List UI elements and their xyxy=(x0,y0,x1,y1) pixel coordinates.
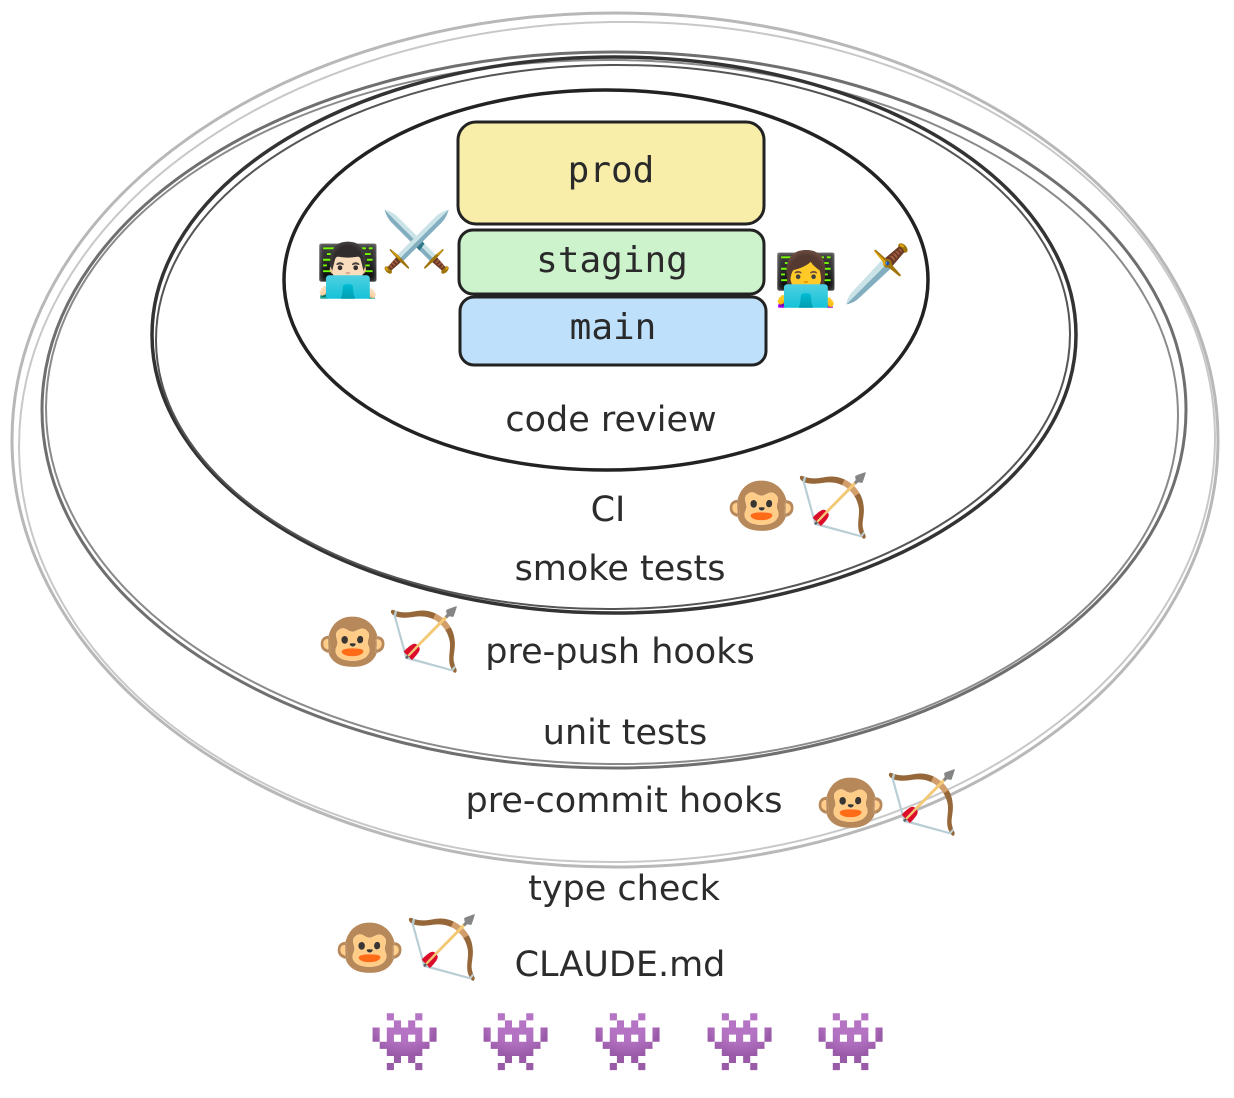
monkey-archer-claude-md: 🐵 🏹 xyxy=(334,913,479,983)
ring-outermost xyxy=(10,11,1220,869)
dagger-icon: 🗡️ xyxy=(842,242,912,306)
label-pre-commit-hooks: pre-commit hooks xyxy=(466,781,783,821)
monkey-icon: 🐵 xyxy=(317,609,389,674)
bow-and-arrow-icon: 🏹 xyxy=(796,471,871,541)
crossed-swords-icon: ⚔️ xyxy=(381,208,453,274)
monkey-archer-pre-push: 🐵 🏹 xyxy=(317,605,461,675)
woman-technologist-icon: 👩‍💻 xyxy=(774,249,839,309)
monkey-icon: 🐵 xyxy=(726,473,798,538)
label-smoke-tests: smoke tests xyxy=(515,549,726,589)
invader-icon: 👾 xyxy=(704,1009,776,1074)
ring-middle xyxy=(150,55,1078,615)
ring-outer xyxy=(40,50,1188,770)
bow-and-arrow-icon: 🏹 xyxy=(387,605,462,675)
label-pre-push-hooks: pre-push hooks xyxy=(485,632,754,672)
invader-icon: 👾 xyxy=(592,1009,664,1074)
monkey-archer-pre-commit: 🐵 🏹 xyxy=(815,768,959,838)
label-claude-md: CLAUDE.md xyxy=(515,945,726,985)
invader-icon: 👾 xyxy=(480,1009,552,1074)
monkey-archer-ci: 🐵 🏹 xyxy=(726,471,870,541)
invader-icon: 👾 xyxy=(369,1009,441,1074)
env-label-staging: staging xyxy=(536,240,688,281)
env-label-prod: prod xyxy=(568,150,655,191)
label-ci: CI xyxy=(591,490,626,530)
bow-and-arrow-icon: 🏹 xyxy=(405,913,480,983)
env-box-prod: prod xyxy=(456,120,766,226)
env-box-main: main xyxy=(458,295,768,367)
label-type-check: type check xyxy=(528,869,721,909)
bow-and-arrow-icon: 🏹 xyxy=(885,768,960,838)
monkey-icon: 🐵 xyxy=(334,915,406,980)
env-box-staging: staging xyxy=(457,228,766,296)
invader-icon: 👾 xyxy=(815,1009,887,1074)
ring-inner xyxy=(282,88,930,472)
monkey-icon: 🐵 xyxy=(815,770,887,835)
invaders-row: 👾 👾 👾 👾 👾 xyxy=(369,1009,887,1074)
man-technologist-icon: 👨🏻‍💻 xyxy=(316,240,381,300)
env-label-main: main xyxy=(570,307,657,348)
label-code-review: code review xyxy=(505,400,716,440)
label-unit-tests: unit tests xyxy=(543,713,707,753)
